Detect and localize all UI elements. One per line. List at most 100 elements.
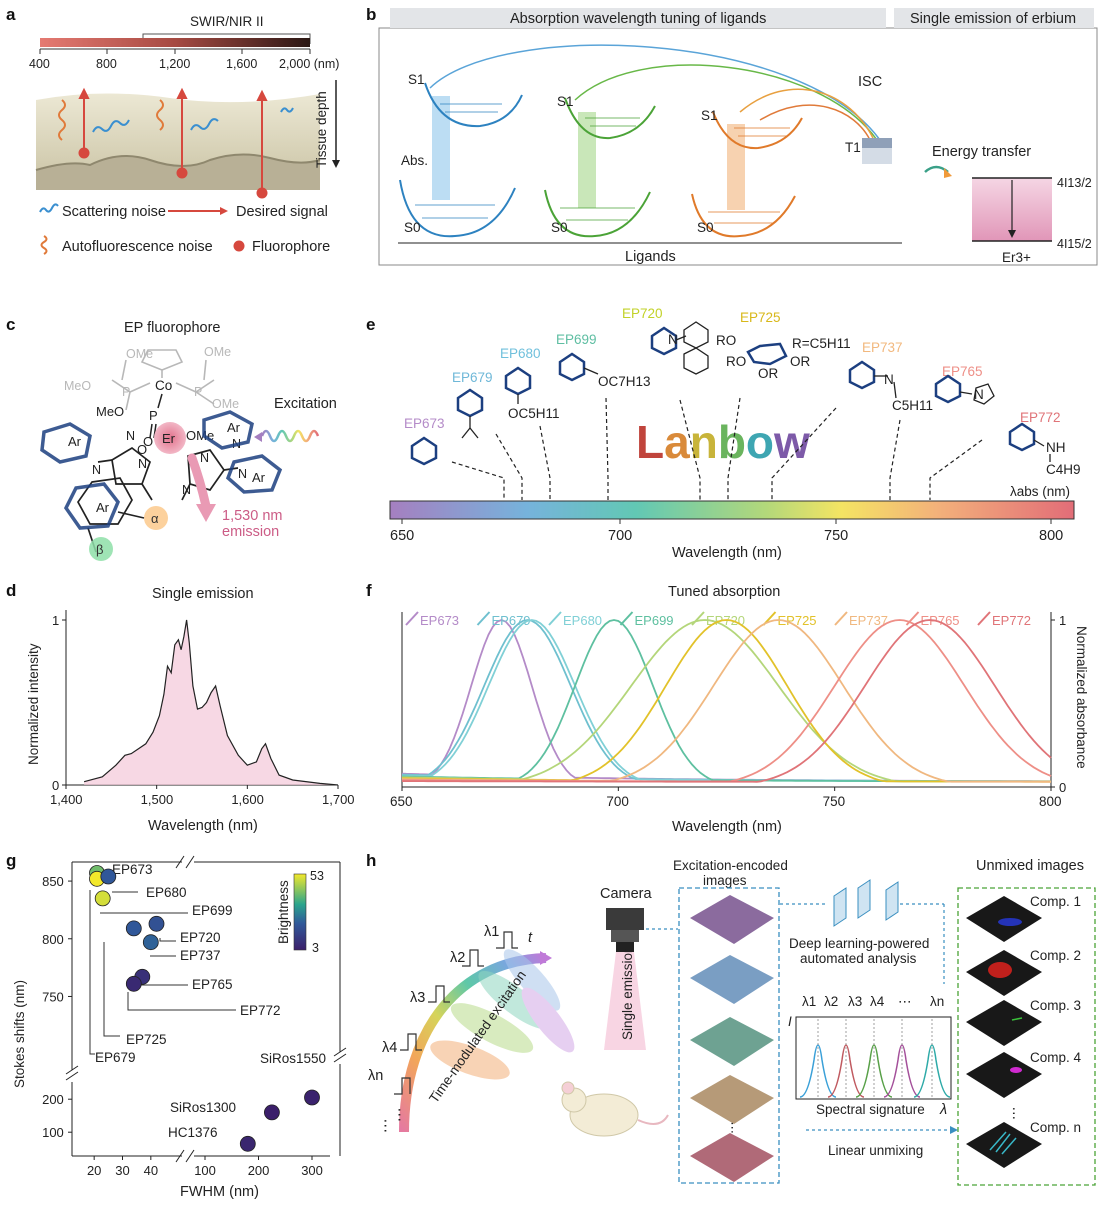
atom-label: OMe	[204, 345, 231, 359]
legend-label: EP772	[992, 613, 1031, 628]
t-label: t	[528, 930, 533, 946]
level-top: 4I13/2	[1057, 176, 1092, 190]
panel-b: b Absorption wavelength tuning of ligand…	[366, 5, 1098, 266]
axis-break	[175, 1149, 185, 1163]
colorbar-min: 3	[312, 941, 319, 955]
header-right: Single emission of erbium	[910, 11, 1076, 27]
atom-label: P	[122, 385, 130, 399]
label-leader	[127, 992, 236, 1011]
legend-label: EP679	[492, 613, 531, 628]
panel-a: a SWIR/NIR II 400 800 1,200 1,600 2,000 …	[6, 5, 340, 255]
fluorophore-marker	[78, 147, 90, 159]
panel-e-label: e	[366, 315, 375, 334]
axis-break	[65, 1065, 79, 1075]
lanbow-letter: n	[690, 416, 718, 468]
absorption-line	[401, 619, 1051, 783]
y-axis-title: Normalized absorbance	[1074, 626, 1089, 769]
point-label: EP725	[126, 1032, 167, 1047]
ellipsis: ⋯	[1006, 1107, 1021, 1121]
y-tick-label: 0	[1059, 780, 1066, 795]
legend-signal: Desired signal	[236, 204, 328, 220]
substituent: C4H9	[1046, 462, 1081, 477]
axis-break	[185, 1149, 195, 1163]
abs-label: Abs.	[401, 153, 428, 168]
panel-h-label: h	[366, 851, 376, 870]
emission-label-2: emission	[222, 524, 279, 540]
panel-c-title: EP fluorophore	[124, 320, 220, 336]
y-tick-label: 100	[42, 1125, 64, 1140]
lambda-label: λ2	[690, 985, 703, 999]
point-label: EP720	[180, 930, 221, 945]
unmixed-image	[966, 1000, 1042, 1046]
deep-learning-1: Deep learning-powered	[789, 936, 929, 951]
x-tick-label: 300	[301, 1163, 323, 1178]
header-left-bar	[390, 8, 886, 28]
atom-label: Ar	[96, 500, 110, 515]
deep-learning-2: automated analysis	[800, 951, 917, 966]
lambda-label: λ3	[410, 990, 425, 1006]
s1-label: S1	[408, 72, 425, 87]
label-leader	[159, 938, 176, 942]
linear-unmixing-label: Linear unmixing	[828, 1143, 923, 1158]
y-tick-label: 800	[42, 932, 64, 947]
y-tick-label: 750	[42, 989, 64, 1004]
scatter-point	[239, 1135, 256, 1152]
fluorophore-marker	[256, 187, 268, 199]
tissue-depth-arrow: Tissue depth	[314, 80, 340, 168]
lambda-label: λn	[368, 1068, 383, 1084]
label-leader	[89, 890, 95, 1055]
x-axis-title: Wavelength (nm)	[672, 545, 782, 561]
x-tick-label: 800	[1039, 794, 1062, 809]
ep-name: EP725	[740, 310, 781, 325]
atom-label: N	[182, 483, 191, 497]
emission-arrow	[187, 453, 211, 511]
spectral-peaks	[799, 1044, 951, 1098]
lanbow-letter: a	[664, 416, 690, 468]
point-label: EP699	[192, 903, 233, 918]
atom-label: Ar	[68, 434, 82, 449]
single-emission-label: Single emission	[620, 945, 635, 1040]
ep-name: EP679	[452, 370, 493, 385]
atom-label: N	[200, 451, 209, 465]
atom-label: N	[884, 372, 894, 387]
lanbow-letter: L	[636, 416, 664, 468]
substituent: RO	[716, 333, 736, 348]
atom-label: OMe	[126, 347, 153, 361]
beta-position	[89, 537, 113, 561]
atom-label: Ar	[252, 470, 266, 485]
point-label: HC1376	[168, 1125, 218, 1140]
legend-swatch	[548, 611, 562, 626]
lambda-label: λ2	[450, 950, 465, 966]
green-well: S1 S0	[544, 94, 656, 238]
x-axis-title: FWHM (nm)	[180, 1184, 259, 1200]
tick-label: 1,200	[159, 57, 190, 71]
x-tick-label: 1,600	[231, 792, 264, 807]
tick-label: 800	[96, 57, 117, 71]
substituent: R=C5H11	[792, 336, 851, 351]
unmixed-title: Unmixed images	[976, 858, 1084, 874]
lambda-label: λ3	[848, 994, 862, 1009]
unmixed-image	[966, 1052, 1042, 1098]
x-tick-label: 30	[115, 1163, 129, 1178]
x-axis-title: Wavelength (nm)	[672, 819, 782, 835]
atom-label: O	[137, 442, 147, 457]
substituent: OC5H11	[508, 406, 560, 421]
legend-label: EP765	[921, 613, 960, 628]
lambda-label: λ4	[870, 994, 885, 1009]
atom-label: Ar	[227, 420, 241, 435]
substituent: OR	[790, 354, 811, 369]
s0-label: S0	[404, 220, 421, 235]
brightness-colorbar	[293, 873, 307, 951]
point-label: EP680	[146, 885, 187, 900]
legend-swatch	[476, 611, 491, 626]
atom-label: P	[194, 385, 202, 399]
y-tick-label: 0	[52, 778, 59, 793]
atom-label: N	[126, 429, 135, 443]
swir-band-label: SWIR/NIR II	[190, 14, 264, 29]
atom-label: MeO	[64, 379, 91, 393]
substituent: OR	[758, 366, 779, 381]
absorption-line	[401, 619, 1051, 783]
legend-swatch	[691, 611, 705, 626]
